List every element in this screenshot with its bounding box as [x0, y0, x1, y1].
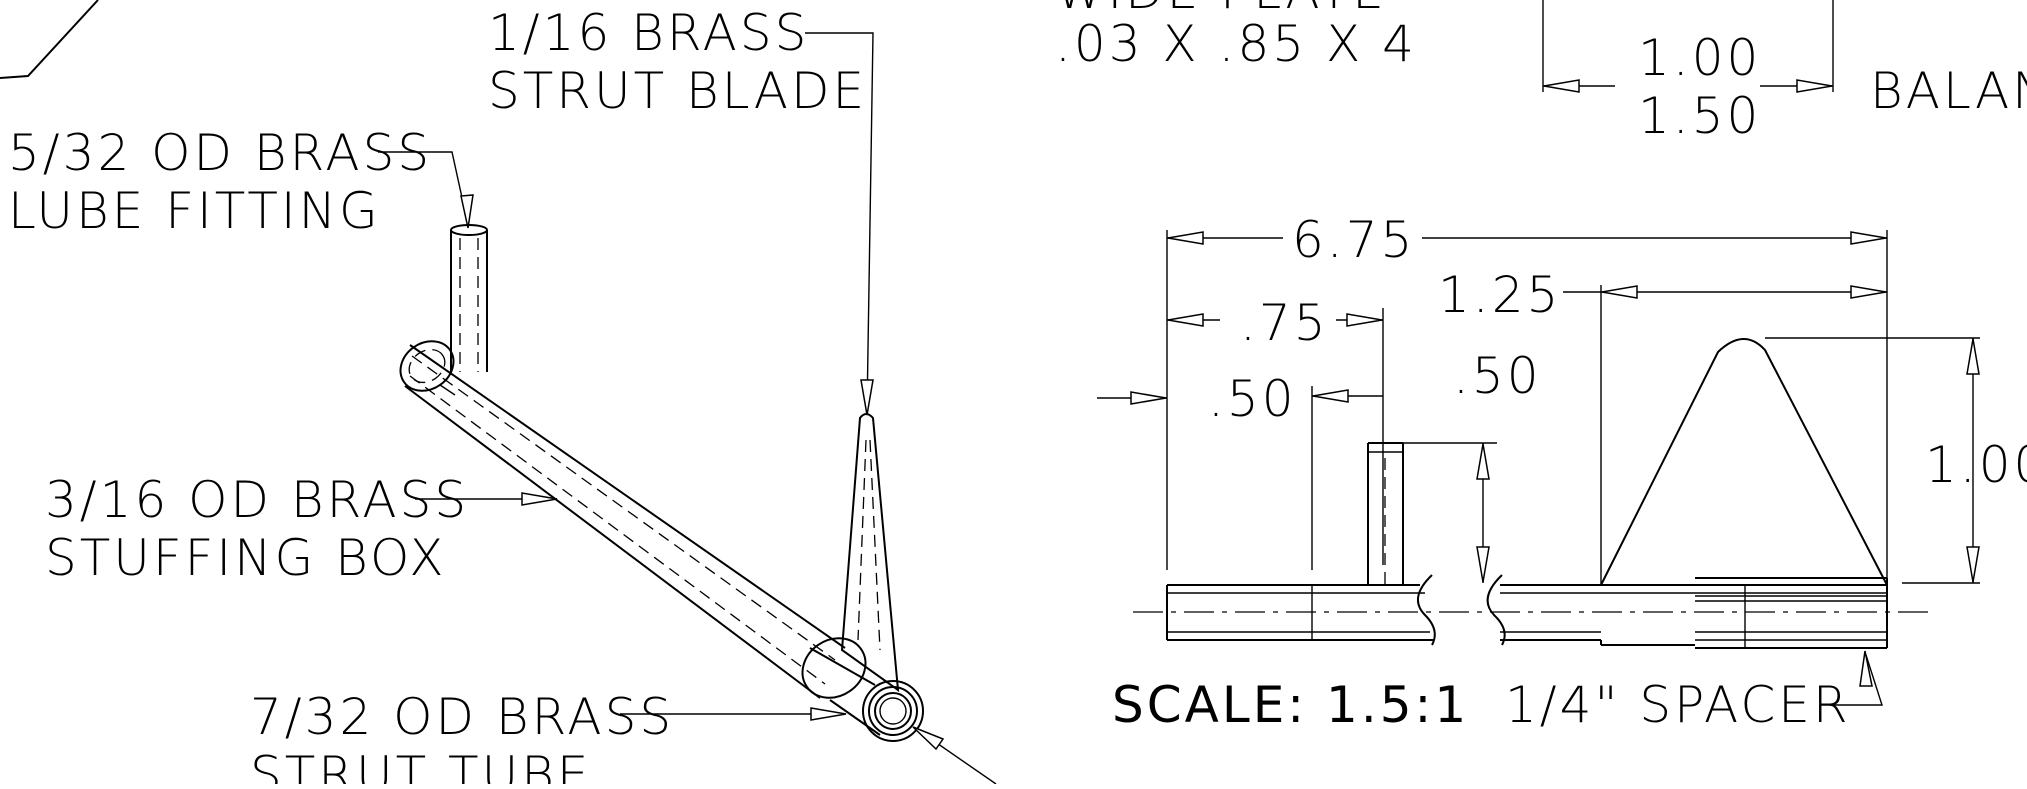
leader-spacer [1820, 650, 1883, 706]
label-strut-blade-line2: STRUT BLADE [488, 62, 867, 120]
label-lube-fitting-line1: 5/32 OD BRASS [8, 124, 432, 182]
label-stuffing-box-line2: STUFFING BOX [45, 529, 446, 587]
dim-overall-line [1167, 231, 1887, 245]
profile-right-tube [1486, 574, 1888, 649]
dim-riser-height: .50 [1453, 347, 1542, 405]
dim-left-gap-line [1097, 389, 1383, 405]
spacer-label: 1/4" SPACER [1505, 676, 1851, 734]
strut-tube-part [801, 637, 924, 742]
partial-outline [0, 0, 99, 79]
profile-drawing: 6.75 .75 1.25 .50 .50 [1097, 211, 2027, 734]
isometric-assembly: 1/16 BRASS STRUT BLADE 5/32 OD BRASS LUB… [0, 0, 997, 789]
stuffing-box-part [399, 340, 846, 699]
dim-blade-length-line [1563, 285, 1887, 299]
dim-blade-length: 1.25 [1438, 266, 1561, 324]
dim-overall: 6.75 [1292, 211, 1415, 269]
plate-partial-text: WIDE PLATE [1055, 0, 1387, 20]
dim-top-a: 1.00 [1638, 29, 1761, 87]
profile-left-tube [1166, 574, 1436, 646]
label-lube-fitting-line2: LUBE FITTING [8, 182, 381, 240]
dim-top-b: 1.50 [1638, 87, 1761, 145]
label-stuffing-box-line1: 3/16 OD BRASS [45, 471, 469, 529]
leader-stuffing-box [415, 492, 558, 506]
dim-riser-height-line [1476, 443, 1490, 583]
dim-blade-height: 1.00 [1925, 436, 2027, 494]
plate-note: WIDE PLATE .03 X .85 X 4 [1055, 0, 1417, 73]
dim-tip-offset: .75 [1240, 294, 1329, 352]
profile-riser [1367, 442, 1404, 585]
balance-dimensions: 1.00 1.50 BALANC [1542, 0, 2027, 145]
scale-note: SCALE: 1.5:1 [1112, 676, 1469, 734]
label-strut-blade-line1: 1/16 BRASS [488, 4, 809, 62]
leader-lube-fitting [378, 151, 474, 229]
dim-tip-offset-line [1167, 313, 1383, 327]
lube-fitting-part [450, 224, 488, 372]
leader-strut-tube [620, 707, 847, 721]
label-strut-tube-line1: 7/32 OD BRASS [250, 688, 674, 746]
label-strut-tube-line2: STRUT TUBE [250, 746, 592, 784]
leader-tube-end [912, 726, 997, 785]
dim-blade-height-line [1966, 338, 1980, 583]
dim-left-gap: .50 [1208, 370, 1297, 428]
balance-partial-text: BALANC [1870, 62, 2027, 120]
profile-blade [1600, 338, 1888, 586]
plate-size-text: .03 X .85 X 4 [1055, 15, 1417, 73]
leader-strut-blade [805, 32, 874, 416]
strut-blade-part [840, 413, 900, 693]
